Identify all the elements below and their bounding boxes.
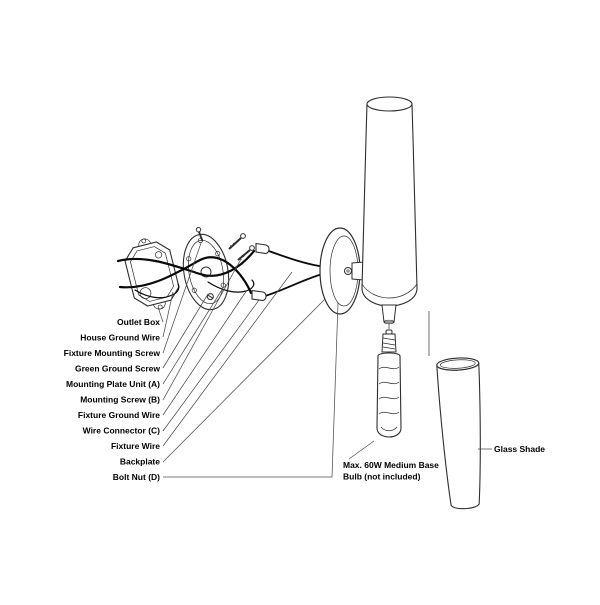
bulb-thread — [382, 337, 396, 341]
house-wire-bottom — [118, 256, 253, 295]
wire-connector-top — [255, 242, 270, 255]
screw-thread — [241, 254, 245, 258]
part-label-green-ground-screw: Green Ground Screw — [75, 364, 160, 374]
spiral-loop — [380, 426, 398, 432]
glass-shade-shape — [436, 357, 481, 510]
screw-thread — [229, 245, 233, 248]
leader-line-fixture-wire — [162, 271, 293, 447]
part-label-fixture-mounting-screw: Fixture Mounting Screw — [64, 348, 161, 358]
leader-line-green-ground-screw — [162, 293, 209, 369]
green-ground-screw-shape — [206, 293, 214, 301]
leader-line-fixture-mounting-screw — [162, 242, 202, 354]
outlet-box-top-ear-hole — [141, 238, 147, 244]
part-label-mounting-screw: Mounting Screw (B) — [80, 395, 160, 405]
bulb-note-line1: Max. 60W Medium Base — [343, 460, 439, 470]
bulb-thread — [382, 346, 396, 350]
wire-connectors — [251, 242, 270, 302]
house-wire-top — [116, 249, 256, 277]
fixture-wire-bottom — [261, 272, 327, 298]
glass-shade-label: Glass Shade — [494, 444, 545, 454]
lamp-socket — [381, 304, 397, 323]
screw-shaft — [198, 231, 204, 242]
mounting-plate-center-hole — [200, 266, 212, 278]
leader-line-house-ground-wire — [162, 291, 174, 338]
mounting-plate-rim-holes — [186, 237, 226, 293]
screw-shaft — [228, 237, 242, 250]
outlet-box-knockout-hole — [139, 287, 152, 300]
bulb-glass-outline — [376, 352, 402, 438]
screw-head — [195, 226, 202, 233]
leader-line-backplate — [162, 298, 326, 463]
leader-line-wire-connector — [162, 299, 260, 432]
part-label-fixture-ground-wire: Fixture Ground Wire — [78, 410, 160, 420]
part-label-outlet-box: Outlet Box — [117, 317, 160, 327]
wire-connector-bottom — [251, 289, 267, 302]
part-label-fixture-wire: Fixture Wire — [111, 441, 160, 451]
rim-hole — [191, 287, 197, 293]
spiral-loop — [378, 366, 400, 370]
backplate-shape — [319, 227, 365, 315]
bolt-nut-shape — [344, 267, 352, 275]
leader-line-bolt-nut — [163, 302, 339, 478]
bulb-shape — [376, 329, 402, 438]
fixture-body-bottom-rim — [361, 283, 418, 299]
bolt-nut-center — [346, 269, 350, 273]
mounting-plate-inner-ring — [188, 239, 224, 305]
glass-shade-opening — [439, 359, 476, 369]
rim-hole — [215, 251, 221, 257]
rim-hole — [186, 256, 192, 262]
part-label-backplate: Backplate — [120, 457, 160, 467]
glass-shade-body — [436, 362, 481, 510]
green-ground-screw-slot — [207, 294, 214, 299]
fixture-body-outline — [361, 103, 418, 307]
rim-hole — [220, 282, 226, 288]
bulb-note-line2: Bulb (not included) — [343, 472, 421, 482]
fixture-mounting-screws — [228, 233, 255, 261]
mounting-plate-unit-shape — [182, 226, 230, 311]
bulb-thread — [382, 342, 396, 346]
screw-head — [240, 233, 246, 239]
fixture-body — [361, 96, 430, 356]
spiral-loop — [378, 381, 400, 385]
screw-thread — [232, 242, 236, 246]
leader-line-fixture-ground-wire — [162, 289, 248, 416]
leader-line-outlet-box — [157, 306, 164, 323]
angled-screw-a — [228, 233, 246, 250]
part-label-mounting-plate-unit: Mounting Plate Unit (A) — [66, 379, 160, 389]
plate-top-mounting-screw — [195, 226, 204, 242]
spiral-loop — [378, 411, 400, 415]
outlet-box-screw-hole — [155, 251, 163, 259]
leader-line-bulb-note — [348, 440, 375, 460]
screw-head — [249, 245, 255, 251]
leader-lines — [157, 242, 492, 478]
part-label-bolt-nut: Bolt Nut (D) — [113, 472, 160, 482]
leader-line-mounting-plate-unit — [162, 287, 224, 385]
leader-line-mounting-screw — [162, 258, 242, 401]
angled-screw-b — [237, 245, 255, 261]
fixture-body-top — [366, 96, 413, 112]
fixture-wire-top — [265, 249, 327, 268]
bulb-spiral-tube — [378, 366, 400, 432]
spiral-loop — [378, 396, 400, 400]
bulb-tip-contact — [385, 329, 393, 335]
part-label-house-ground-wire: House Ground Wire — [80, 333, 160, 343]
part-label-wire-connector: Wire Connector (C) — [83, 426, 161, 436]
part-labels: Outlet Box House Ground Wire Fixture Mou… — [64, 317, 546, 482]
